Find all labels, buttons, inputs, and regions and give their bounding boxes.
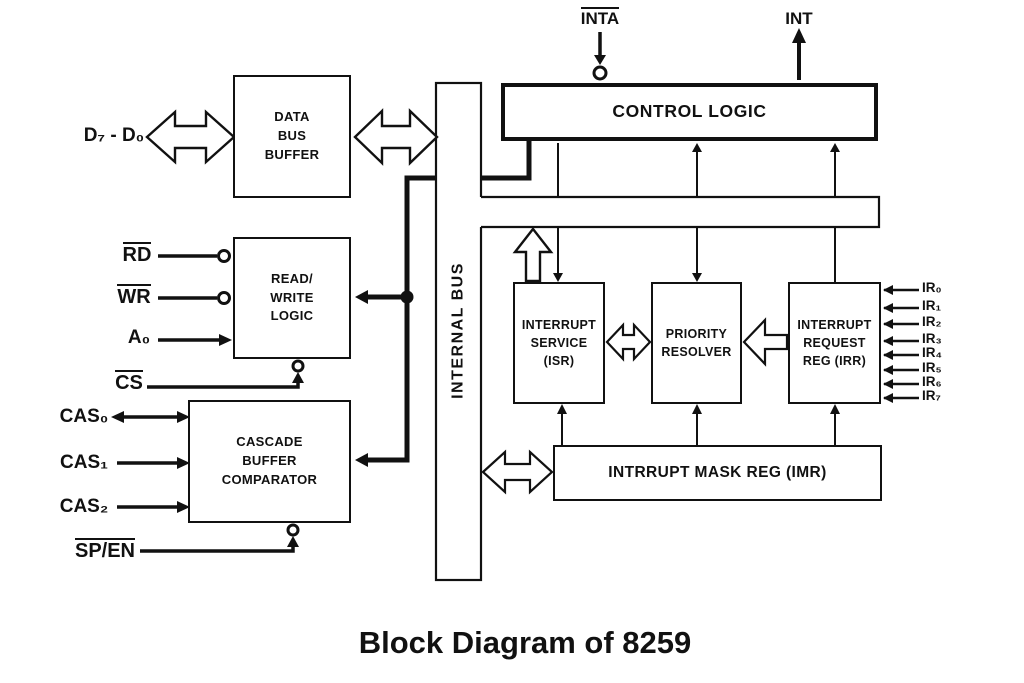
diagram-title: Block Diagram of 8259 [358, 625, 692, 660]
cas0-pin-wire [111, 411, 190, 423]
wr-overline-text: WR [117, 284, 151, 308]
ir7-pin-label: IR₇ [922, 388, 941, 403]
cas1-pin-label: CAS₁ [60, 452, 108, 473]
inta-pin-label: INTA [572, 7, 628, 29]
ir0-pin-label: IR₀ [922, 280, 942, 295]
a0-pin-wire [158, 334, 232, 346]
cs-pin-label: CS [112, 370, 146, 394]
rd-overline-text: RD [122, 242, 152, 266]
ir6-pin-label: IR₆ [922, 374, 942, 389]
isr-to-bus-hollow-arrow [512, 227, 554, 283]
cas2-pin-wire [117, 501, 190, 513]
ir2-pin-label: IR₂ [922, 314, 942, 329]
internal-bus-label: INTERNAL BUS [449, 262, 467, 399]
rd-pin-wire [158, 249, 231, 263]
ir1-pin-label: IR₁ [922, 298, 942, 313]
control-to-isr-wire [553, 143, 563, 282]
inta-pin-wire [592, 32, 608, 81]
control-to-irr-wire [830, 143, 840, 283]
interrupt-service-block: INTERRUPT SERVICE (ISR) [513, 282, 605, 404]
a0-pin-label: A₀ [127, 327, 151, 348]
isr-priority-double-arrow [605, 322, 652, 362]
cas0-pin-label: CAS₀ [59, 406, 109, 427]
cs-active-low-bubble [291, 359, 305, 373]
spen-pin-label: SP/EN [72, 538, 138, 562]
irr-to-priority-arrow [742, 317, 789, 367]
imr-to-irr-wire [830, 404, 840, 445]
cs-pin-wire [147, 359, 305, 389]
ir4-pin-label: IR₄ [922, 345, 942, 360]
wire-arrowhead-to-rw-logic [355, 290, 368, 304]
cas2-pin-label: CAS₂ [59, 496, 109, 517]
int-pin-wire [792, 28, 806, 80]
wr-pin-label: WR [112, 284, 156, 308]
interrupt-request-block: INTERRUPT REQUEST REG (IRR) [788, 282, 881, 404]
bus-to-imr-double-arrow [481, 449, 554, 495]
data-bus-buffer-block: DATA BUS BUFFER [233, 75, 351, 198]
imr-to-isr-wire [557, 404, 567, 445]
spen-active-low-bubble [286, 523, 300, 537]
read-write-logic-block: READ/ WRITE LOGIC [233, 237, 351, 359]
imr-to-priority-resolver-wire [692, 404, 702, 445]
horizontal-bus-strip [479, 195, 881, 229]
rd-pin-label: RD [118, 242, 156, 266]
data-pins-label: D₇ - D₀ [83, 125, 145, 146]
control-logic-block: CONTROL LOGIC [501, 83, 878, 141]
cs-overline-text: CS [115, 370, 143, 394]
spen-overline-text: SP/EN [74, 538, 136, 562]
wr-pin-wire [158, 291, 231, 305]
priority-resolver-block: PRIORITY RESOLVER [651, 282, 742, 404]
cas1-pin-wire [117, 457, 190, 469]
wr-active-low-bubble [217, 291, 231, 305]
ir3-pin-label: IR₃ [922, 331, 942, 346]
ir-input-wires [883, 285, 919, 403]
rd-active-low-bubble [217, 249, 231, 263]
buffer-to-bus-double-arrow [353, 108, 439, 166]
inta-overline-text: INTA [580, 7, 620, 28]
control-to-priority-resolver-wire [692, 143, 702, 282]
wire-arrowhead-to-cascade [355, 453, 368, 467]
control-logic-data-wire [355, 141, 532, 467]
int-pin-label: INT [785, 9, 813, 28]
wire-junction-dot [400, 290, 414, 304]
data-pins-double-arrow [145, 109, 236, 165]
ir5-pin-label: IR₅ [922, 360, 942, 375]
cascade-buffer-comparator-block: CASCADE BUFFER COMPARATOR [188, 400, 351, 523]
inta-active-low-bubble [592, 65, 608, 81]
spen-pin-wire [140, 523, 300, 553]
interrupt-mask-block: INTRRUPT MASK REG (IMR) [553, 445, 882, 501]
internal-bus-slab [434, 81, 483, 582]
